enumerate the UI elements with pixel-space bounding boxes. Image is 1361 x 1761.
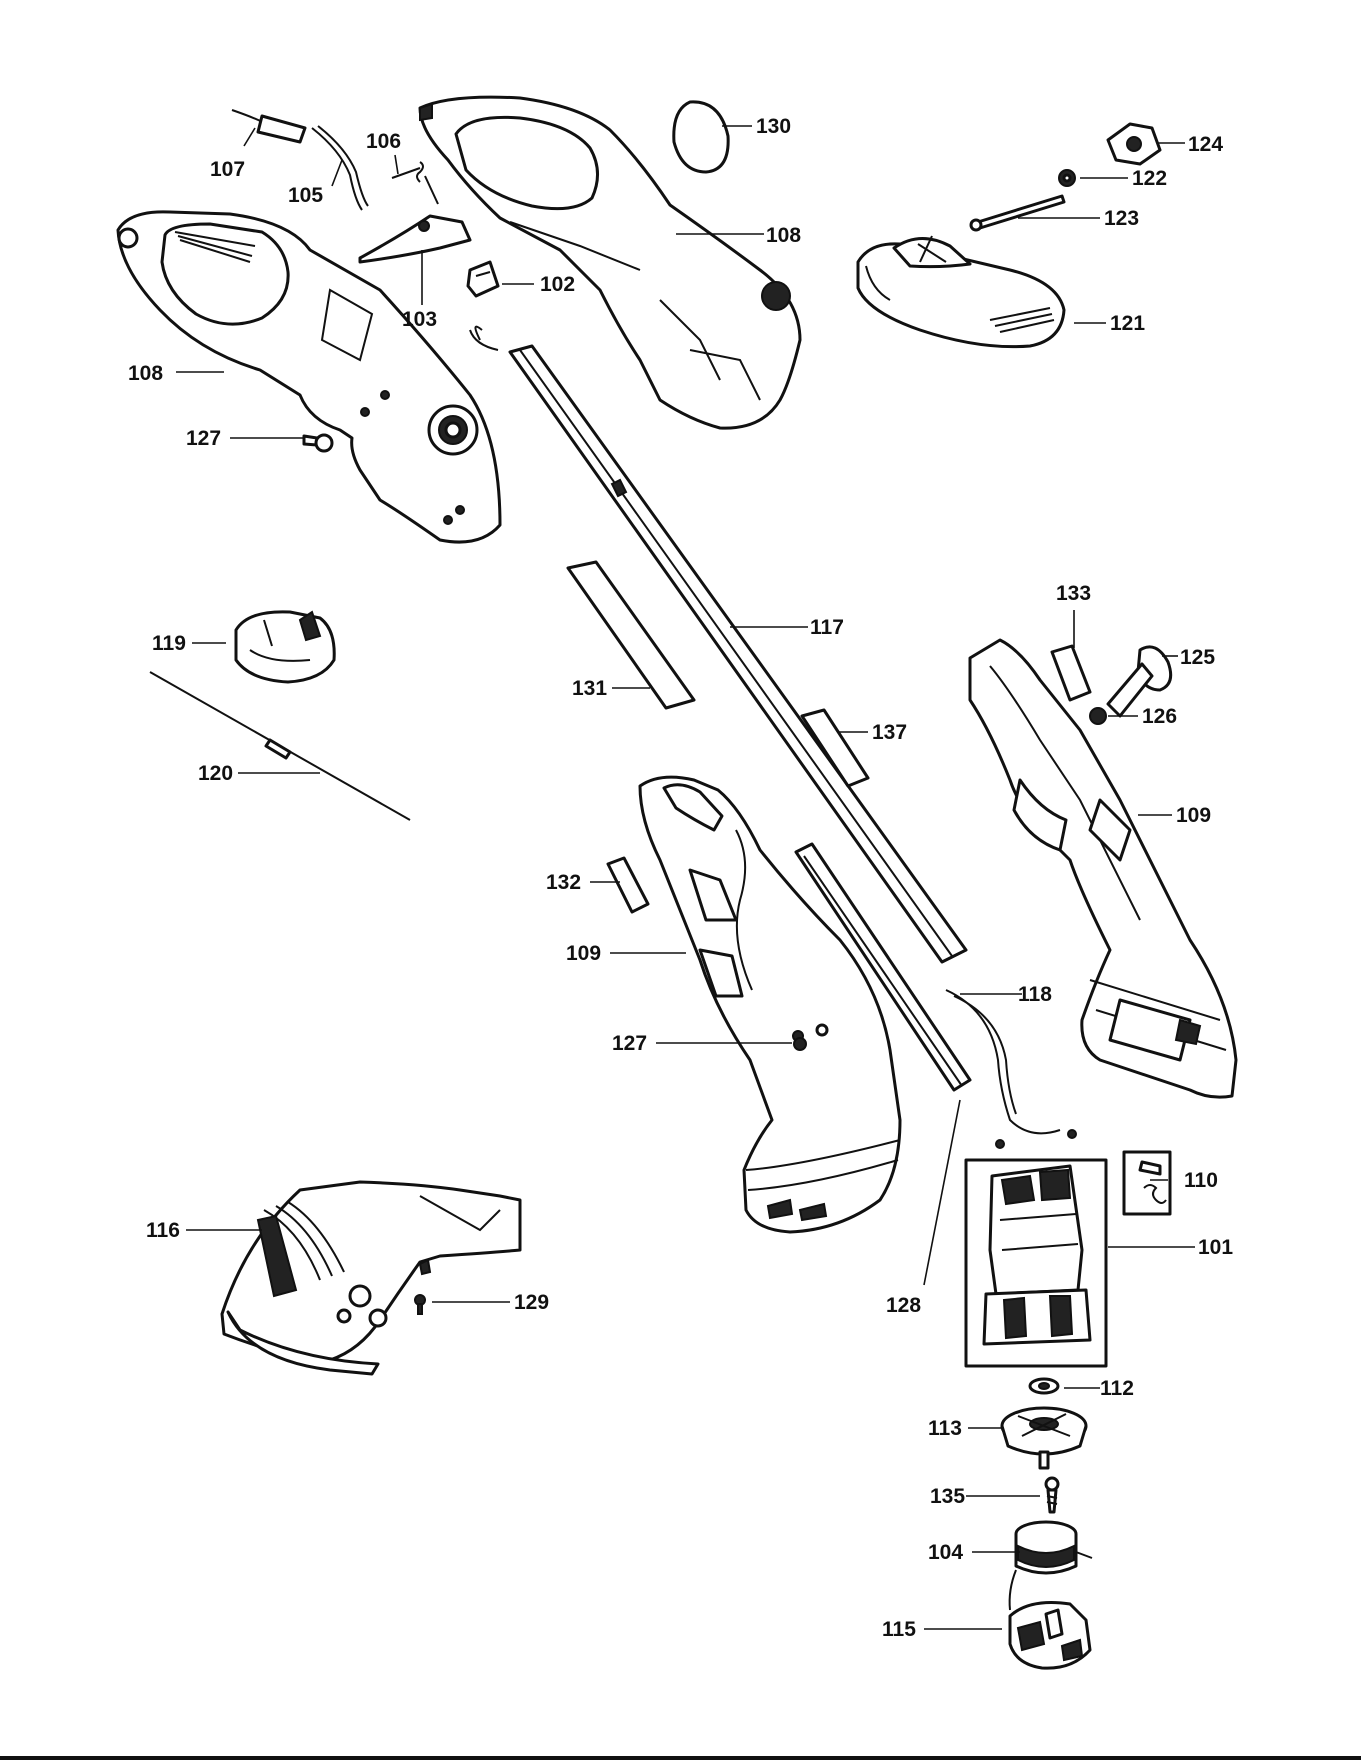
callout-130: 130: [756, 115, 791, 138]
callout-110: 110: [1184, 1169, 1218, 1192]
part-127-screw-lower: [794, 1038, 806, 1050]
callout-127-upper: 127: [186, 427, 221, 450]
callout-120: 120: [198, 762, 233, 785]
part-113-fan: [1002, 1408, 1086, 1468]
part-115-spool-housing: [1010, 1603, 1090, 1669]
part-102-switch: [468, 262, 498, 296]
callout-116: 116: [146, 1219, 180, 1242]
callout-105: 105: [288, 184, 323, 207]
callout-122: 122: [1132, 167, 1167, 190]
part-133-label: [1052, 646, 1090, 700]
part-101-motor: [966, 1160, 1106, 1366]
part-106-spring: [392, 162, 438, 204]
part-107-power-cord: [232, 110, 305, 142]
callout-104: 104: [928, 1541, 963, 1564]
callout-127-lower: 127: [612, 1032, 647, 1055]
callout-108-left: 108: [128, 362, 163, 385]
callout-117: 117: [810, 616, 844, 639]
callout-113: 113: [928, 1417, 962, 1440]
part-110-clip-kit: [1124, 1152, 1170, 1214]
part-120-trimmer-line: [150, 672, 410, 820]
callout-135: 135: [930, 1485, 965, 1508]
callout-115: 115: [882, 1618, 916, 1641]
part-124-knob: [1108, 124, 1160, 164]
callout-107: 107: [210, 158, 245, 181]
callout-119: 119: [152, 632, 186, 655]
callout-125: 125: [1180, 646, 1215, 669]
callout-133: 133: [1056, 582, 1091, 605]
part-126-nut: [1090, 708, 1106, 724]
callout-121: 121: [1110, 312, 1145, 335]
callout-102: 102: [540, 273, 575, 296]
part-108-handle-left: [118, 212, 500, 542]
part-130-label-oval: [674, 102, 728, 172]
callout-124: 124: [1188, 133, 1223, 156]
part-129-screw: [415, 1295, 425, 1314]
callout-101: 101: [1198, 1236, 1233, 1259]
part-123-bolt: [971, 196, 1064, 230]
callout-106: 106: [366, 130, 401, 153]
callout-129: 129: [514, 1291, 549, 1314]
callout-123: 123: [1104, 207, 1139, 230]
callout-103: 103: [402, 308, 437, 331]
callout-137: 137: [872, 721, 907, 744]
part-122-nut: [1059, 170, 1075, 186]
callout-118: 118: [1018, 983, 1052, 1006]
callout-126: 126: [1142, 705, 1177, 728]
part-104-spool: [1010, 1522, 1092, 1610]
part-119-spool-cap: [236, 612, 334, 682]
part-135-screw: [1046, 1478, 1058, 1512]
callout-128: 128: [886, 1294, 921, 1317]
callout-109-left: 109: [566, 942, 601, 965]
callout-108-right: 108: [766, 224, 801, 247]
part-132-label: [608, 858, 648, 912]
part-116-guard: [222, 1182, 520, 1374]
callout-109-right: 109: [1176, 804, 1211, 827]
callout-132: 132: [546, 871, 581, 894]
part-127-screw-upper: [304, 435, 332, 451]
part-121-auxiliary-handle: [858, 236, 1064, 347]
part-112-washer: [1030, 1379, 1058, 1393]
part-103-trigger: [360, 216, 470, 262]
callout-112: 112: [1100, 1377, 1134, 1400]
part-108-handle-right: [420, 97, 800, 428]
callout-131: 131: [572, 677, 607, 700]
